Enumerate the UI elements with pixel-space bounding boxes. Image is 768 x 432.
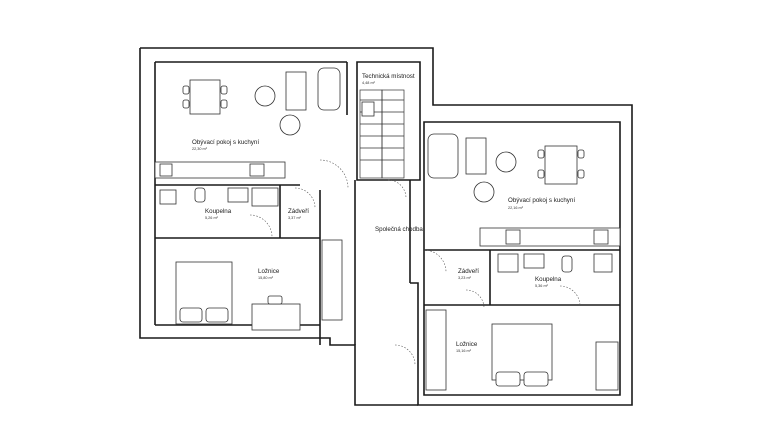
room-name-corridor: Společná chodba <box>375 226 423 233</box>
room-name-bath-left: Koupelna <box>205 208 232 215</box>
right-bath-furniture <box>497 253 613 273</box>
right-living-furniture <box>427 133 621 247</box>
room-area-bath-left: 5,26 m² <box>205 216 219 220</box>
room-name-bath-right: Koupelna <box>535 276 562 283</box>
room-area-hall-right: 3,23 m² <box>458 276 472 280</box>
room-name-living-left: Obývací pokoj s kuchyní <box>192 139 259 146</box>
room-name-hall-left: Zádveří <box>288 208 309 215</box>
door-swings <box>249 159 581 366</box>
room-area-bath-right: 5,36 m² <box>535 284 549 288</box>
room-area-tech: 4,48 m² <box>362 81 376 85</box>
room-name-tech: Technická místnost <box>362 73 415 80</box>
left-living-furniture <box>154 67 341 179</box>
room-name-bed-left: Ložnice <box>258 268 280 275</box>
staircase <box>359 89 405 179</box>
room-area-living-right: 22,16 m² <box>508 206 524 210</box>
room-labels: Obývací pokoj s kuchyní 22,30 m² Technic… <box>192 73 575 353</box>
right-bedroom-furniture <box>425 309 619 391</box>
room-area-hall-left: 3,37 m² <box>288 216 302 220</box>
room-area-bed-left: 15,80 m² <box>258 276 274 280</box>
room-area-living-left: 22,30 m² <box>192 147 208 151</box>
room-name-living-right: Obývací pokoj s kuchyní <box>508 197 575 204</box>
room-area-bed-right: 15,16 m² <box>456 349 472 353</box>
room-name-bed-right: Ložnice <box>456 341 478 348</box>
room-name-hall-right: Zádveří <box>458 268 479 275</box>
walls <box>139 47 633 406</box>
left-bedroom-furniture <box>175 239 343 331</box>
left-bath-furniture <box>159 187 279 207</box>
